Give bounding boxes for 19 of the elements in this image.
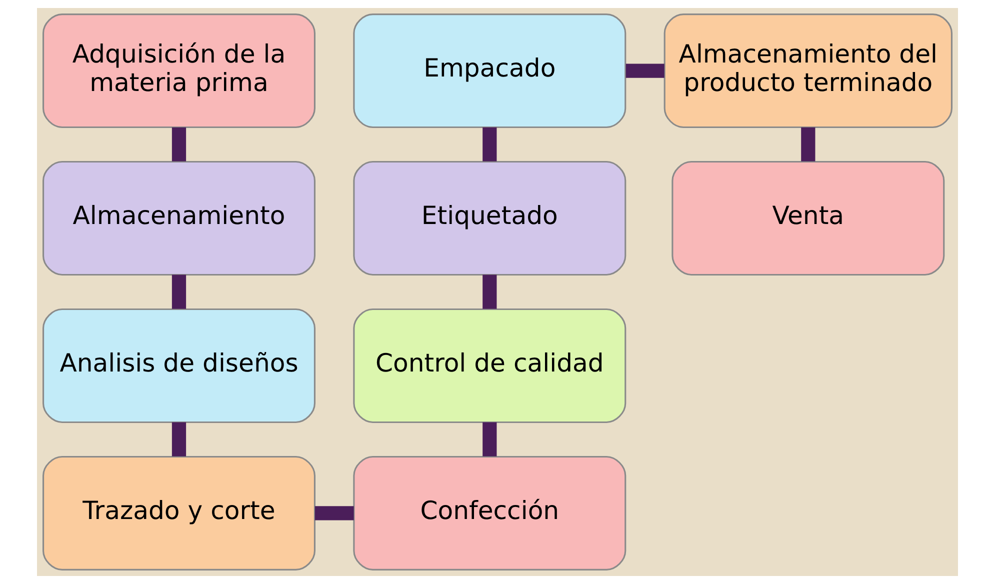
node-box: Confección <box>352 456 626 570</box>
node-box: Analisis de diseños <box>42 308 315 424</box>
connector <box>625 64 664 78</box>
node-box: Control de calidad <box>352 308 626 424</box>
connector <box>314 506 354 520</box>
node-box: Empacado <box>352 14 626 128</box>
node-box: Trazado y corte <box>42 456 315 570</box>
connector <box>171 274 186 309</box>
connector <box>171 422 186 456</box>
connector <box>482 422 496 456</box>
connector <box>482 274 496 309</box>
connector <box>482 127 496 162</box>
node-box: Adquisición de la materia prima <box>42 14 315 128</box>
node-box: Almacenamiento <box>42 161 315 276</box>
connector <box>171 127 186 162</box>
node-box: Etiquetado <box>352 161 626 276</box>
node-box: Venta <box>671 161 944 276</box>
connector <box>800 127 815 162</box>
node-box: Almacenamiento del producto terminado <box>663 14 952 128</box>
